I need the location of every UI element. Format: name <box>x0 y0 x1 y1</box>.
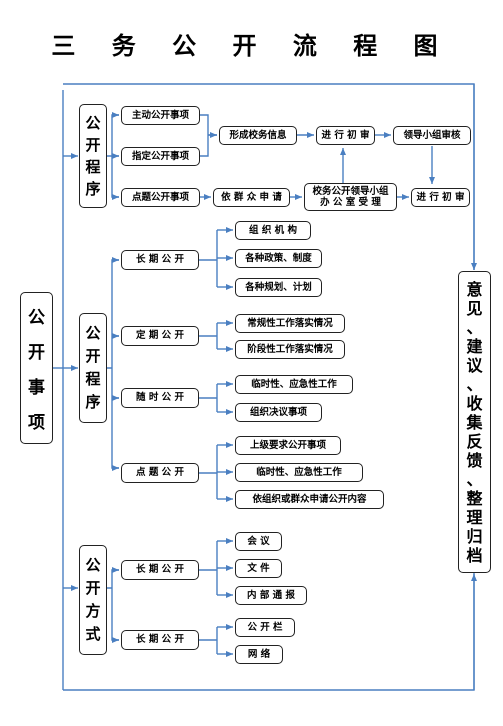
method-long-term-box-2: 长 期 公 开 <box>121 630 199 650</box>
plans-box: 各种规划、计划 <box>235 278 322 297</box>
active-disclosure-box: 主动公开事项 <box>121 106 200 125</box>
application-content-box: 依组织或群众申请公开内容 <box>235 490 384 509</box>
meeting-box: 会 议 <box>235 532 282 551</box>
temporary-work-box: 临时性、应急性工作 <box>235 375 353 394</box>
char: 程 <box>85 370 101 388</box>
char: 理 <box>466 507 483 527</box>
mass-application-box: 依 群 众 申 请 <box>213 188 290 207</box>
char: 事 <box>28 378 45 398</box>
policies-box: 各种政策、制度 <box>235 249 322 268</box>
bulletin-board-box: 公 开 栏 <box>235 618 295 637</box>
char: 收 <box>466 393 483 413</box>
method-long-term-box-1: 长 期 公 开 <box>121 560 199 580</box>
char: 档 <box>466 545 483 565</box>
char: 开 <box>85 579 101 597</box>
network-box: 网 络 <box>235 645 283 664</box>
char: 反 <box>466 431 483 451</box>
initial-review-box-1: 进 行 初 审 <box>316 126 375 145</box>
char: 公 <box>85 556 101 574</box>
char: 议 <box>466 355 483 375</box>
anytime-disclosure-box: 随 时 公 开 <box>121 388 199 408</box>
leader-group-review-box: 领导小组审核 <box>393 126 471 145</box>
section2-label: 公 开 程 序 <box>79 313 107 423</box>
document-box: 文 件 <box>235 559 282 578</box>
initial-review-box-2: 进 行 初 审 <box>411 188 470 207</box>
char: 开 <box>85 347 101 365</box>
char: 整 <box>466 488 483 508</box>
office-accept-box: 校务公开领导小组 办 公 室 受 理 <box>304 183 397 211</box>
char: 序 <box>85 393 101 411</box>
temporary-work-box-2: 临时性、应急性工作 <box>235 463 363 482</box>
page-title: 三 务 公 开 流 程 图 <box>51 32 452 60</box>
feedback-archive-box: 意 见 、 建 议 、 收 集 反 馈 、 整 理 归 档 <box>458 271 491 573</box>
char: 集 <box>466 412 483 432</box>
char: 、 <box>466 317 483 337</box>
char: 程 <box>85 158 101 176</box>
char: 公 <box>85 324 101 342</box>
char: 方 <box>85 602 101 620</box>
char: 意 <box>466 279 483 299</box>
org-structure-box: 组 织 机 构 <box>235 221 311 240</box>
char: 式 <box>85 625 101 643</box>
org-resolution-box: 组织决议事项 <box>235 403 322 422</box>
long-term-disclosure-box: 长 期 公 开 <box>121 250 199 270</box>
char: 建 <box>466 336 483 356</box>
office-line-2: 办 公 室 受 理 <box>320 197 381 208</box>
char: 归 <box>466 526 483 546</box>
stage-work-box: 阶段性工作落实情况 <box>235 340 345 359</box>
char: 、 <box>466 374 483 394</box>
topic-group-disclosure-box: 点 题 公 开 <box>121 463 199 483</box>
char: 序 <box>85 180 101 198</box>
char: 公 <box>28 308 45 328</box>
office-line-1: 校务公开领导小组 <box>312 185 389 197</box>
routine-work-box: 常规性工作落实情况 <box>235 314 345 333</box>
superior-request-box: 上级要求公开事项 <box>235 436 341 455</box>
char: 开 <box>85 136 101 154</box>
form-school-info-box: 形成校务信息 <box>219 126 297 145</box>
char: 公 <box>85 114 101 132</box>
topic-disclosure-box: 点题公开事项 <box>121 188 200 207</box>
internal-notice-box: 内 部 通 报 <box>235 586 307 605</box>
public-matters-box: 公 开 事 项 <box>20 292 53 444</box>
char: 、 <box>466 469 483 489</box>
section1-label: 公 开 程 序 <box>79 104 107 208</box>
char: 项 <box>28 413 45 433</box>
char: 开 <box>28 343 45 363</box>
section3-label: 公 开 方 式 <box>79 545 107 655</box>
char: 见 <box>466 298 483 318</box>
char: 馈 <box>466 450 483 470</box>
periodic-disclosure-box: 定 期 公 开 <box>121 326 199 346</box>
designated-disclosure-box: 指定公开事项 <box>121 147 200 166</box>
